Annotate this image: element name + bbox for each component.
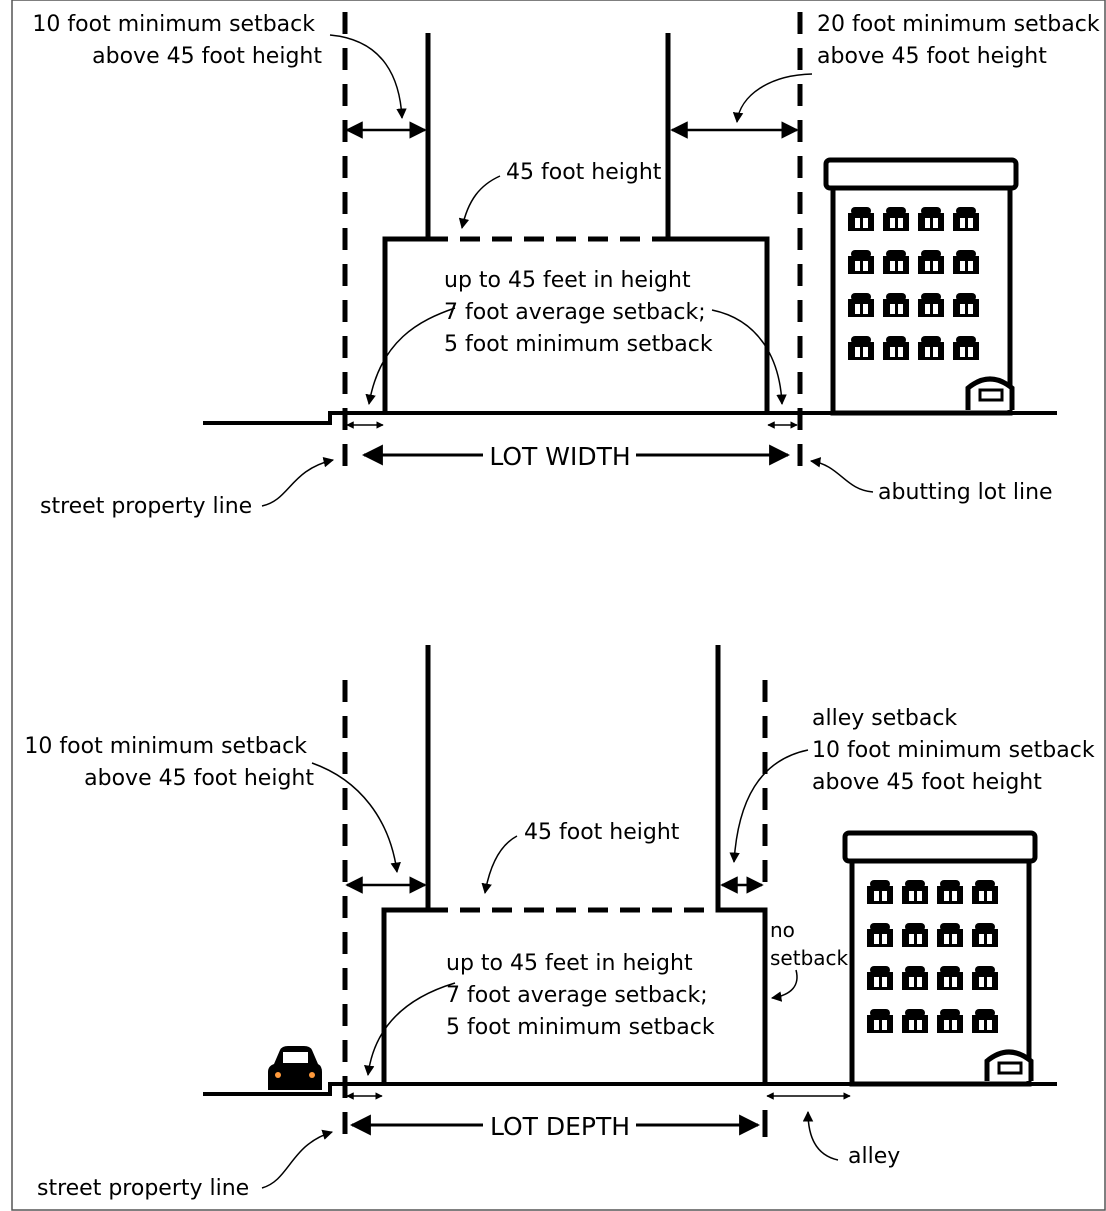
height-label: 45 foot height bbox=[506, 160, 662, 185]
height-label: 45 foot height bbox=[524, 820, 680, 845]
street-property-line-label: street property line bbox=[37, 1176, 249, 1201]
street-property-line-label: street property line bbox=[40, 494, 252, 519]
leader-base-right bbox=[711, 309, 787, 406]
building-outline bbox=[381, 645, 768, 1084]
right-upper-setback-label: 20 foot minimum setback above 45 foot he… bbox=[817, 12, 1106, 69]
bottom-diagram: 10 foot minimum setback above 45 foot he… bbox=[24, 645, 1102, 1201]
ground-line bbox=[203, 411, 1057, 425]
right-upper-setback-label: alley setback 10 foot minimum setback ab… bbox=[812, 706, 1102, 795]
top-diagram: 10 foot minimum setback above 45 foot he… bbox=[32, 12, 1106, 519]
leader-left-upper bbox=[329, 34, 407, 120]
leader-no-setback bbox=[770, 969, 798, 1002]
leader-height bbox=[458, 175, 501, 230]
leader-base-left bbox=[365, 307, 456, 406]
frame bbox=[11, 0, 1106, 1211]
leader-right-upper bbox=[732, 73, 813, 124]
base-description: up to 45 feet in height 7 foot average s… bbox=[446, 951, 715, 1040]
ground-line bbox=[203, 1082, 1057, 1096]
leader-street-line bbox=[261, 1129, 334, 1189]
lot-depth-label: LOT DEPTH bbox=[490, 1112, 630, 1141]
leader-base-left bbox=[363, 982, 456, 1077]
alley-label: alley bbox=[848, 1144, 900, 1169]
leader-street-line bbox=[261, 457, 335, 507]
leader-abutting-line bbox=[809, 457, 874, 493]
left-upper-setback-label: 10 foot minimum setback above 45 foot he… bbox=[24, 734, 314, 791]
leader-alley bbox=[802, 1110, 839, 1161]
building-icon bbox=[823, 157, 1019, 416]
abutting-lot-line-label: abutting lot line bbox=[878, 480, 1053, 505]
car-icon bbox=[268, 1046, 322, 1090]
leader-right-upper bbox=[729, 749, 809, 864]
leader-height bbox=[481, 835, 518, 895]
lot-width-label: LOT WIDTH bbox=[489, 442, 630, 471]
building-icon bbox=[842, 830, 1038, 1087]
leader-left-upper bbox=[311, 762, 401, 874]
base-description: up to 45 feet in height 7 foot average s… bbox=[444, 268, 713, 357]
building-outline bbox=[382, 33, 770, 413]
no-setback-label: no setback bbox=[770, 918, 849, 970]
left-upper-setback-label: 10 foot minimum setback above 45 foot he… bbox=[32, 12, 322, 69]
